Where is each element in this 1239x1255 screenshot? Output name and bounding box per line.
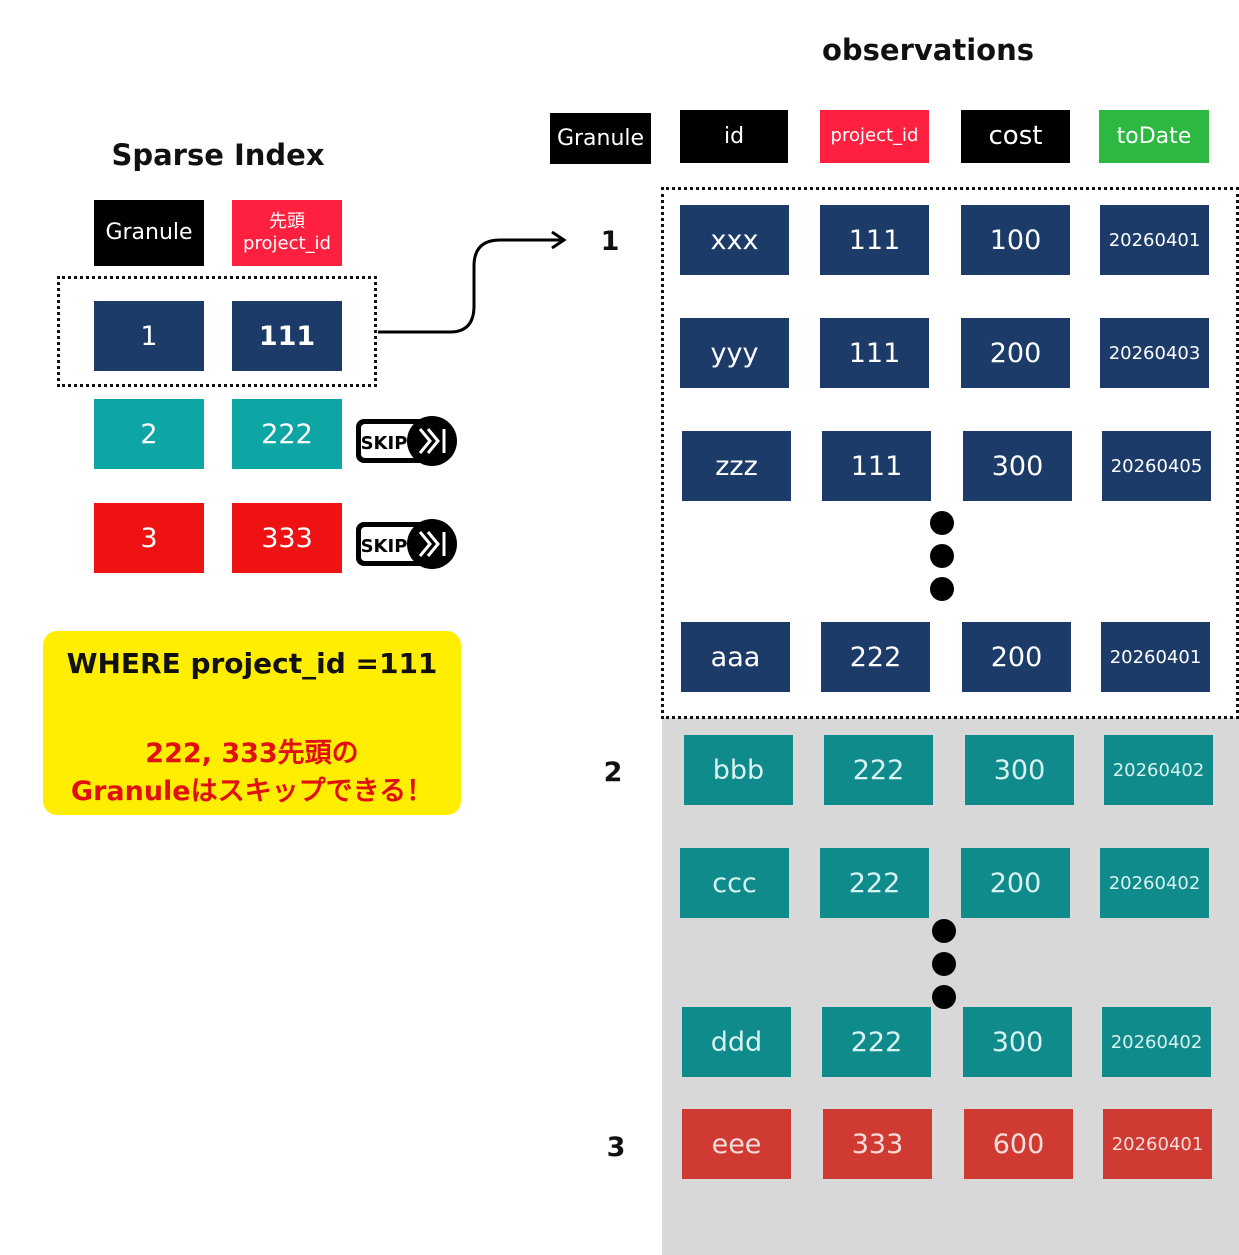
index-granule-2: 2 (94, 399, 204, 469)
index-header-prefix-project-id: 先頭 project_id (232, 200, 342, 266)
obs-cell-cost: 100 (961, 205, 1070, 275)
obs-cell-cost: 200 (961, 848, 1070, 918)
obs-cell-project-id: 111 (822, 431, 931, 501)
obs-cell-id: ddd (682, 1007, 791, 1077)
obs-cell-id: aaa (681, 622, 790, 692)
obs-cell-id: yyy (680, 318, 789, 388)
ellipsis-dot (932, 952, 956, 976)
obs-cell-to-date: 20260401 (1103, 1109, 1212, 1179)
obs-granule-label-3: 3 (606, 1132, 626, 1163)
obs-cell-project-id: 111 (820, 318, 929, 388)
query-note: WHERE project_id =111 222, 333先頭の Granul… (43, 631, 461, 815)
obs-cell-project-id: 333 (823, 1109, 932, 1179)
ellipsis-dot (932, 919, 956, 943)
index-selected-row-highlight (57, 276, 377, 387)
skip-label: SKIP (361, 536, 408, 557)
index-header-granule: Granule (94, 200, 204, 266)
obs-header-project-id: project_id (820, 110, 929, 163)
obs-cell-id: ccc (680, 848, 789, 918)
index-project-id-1: 111 (232, 301, 342, 371)
obs-cell-id: eee (682, 1109, 791, 1179)
query-text: WHERE project_id =111 (66, 647, 438, 680)
obs-cell-cost: 300 (965, 735, 1074, 805)
obs-cell-to-date: 20260403 (1100, 318, 1209, 388)
skip-label: SKIP (361, 433, 408, 454)
result-text-line2: Granuleはスキップできる！ (70, 776, 434, 807)
skip-icon: SKIP (356, 416, 457, 466)
index-granule-1: 1 (94, 301, 204, 371)
obs-cell-id: xxx (680, 205, 789, 275)
ellipsis-dot (930, 577, 954, 601)
obs-header-to-date: toDate (1099, 110, 1209, 163)
sparse-index-title: Sparse Index (111, 138, 325, 172)
connector-arrow (378, 230, 567, 334)
index-project-id-2: 222 (232, 399, 342, 469)
observations-title: observations (821, 33, 1035, 67)
obs-cell-to-date: 20260401 (1101, 622, 1210, 692)
obs-cell-project-id: 222 (821, 622, 930, 692)
ellipsis-dot (930, 544, 954, 568)
obs-cell-id: bbb (684, 735, 793, 805)
obs-cell-project-id: 111 (820, 205, 929, 275)
obs-cell-to-date: 20260401 (1100, 205, 1209, 275)
obs-cell-id: zzz (682, 431, 791, 501)
obs-cell-project-id: 222 (820, 848, 929, 918)
obs-cell-cost: 600 (964, 1109, 1073, 1179)
obs-cell-cost: 300 (963, 1007, 1072, 1077)
obs-cell-to-date: 20260405 (1102, 431, 1211, 501)
obs-cell-cost: 200 (961, 318, 1070, 388)
index-header-prefix-line2: project_id (243, 233, 331, 254)
obs-header-granule: Granule (550, 113, 651, 164)
obs-header-id: id (680, 110, 788, 163)
obs-cell-cost: 200 (962, 622, 1071, 692)
index-project-id-3: 333 (232, 503, 342, 573)
obs-cell-to-date: 20260402 (1104, 735, 1213, 805)
obs-cell-to-date: 20260402 (1100, 848, 1209, 918)
obs-granule-label-1: 1 (600, 226, 620, 257)
index-header-prefix-line1: 先頭 (269, 210, 305, 232)
obs-cell-project-id: 222 (822, 1007, 931, 1077)
obs-granule-label-2: 2 (603, 757, 623, 788)
index-granule-3: 3 (94, 503, 204, 573)
obs-cell-project-id: 222 (824, 735, 933, 805)
skip-icon: SKIP (356, 519, 457, 569)
ellipsis-dot (930, 511, 954, 535)
obs-header-cost: cost (961, 110, 1070, 163)
obs-cell-to-date: 20260402 (1102, 1007, 1211, 1077)
granule-1-box (661, 187, 1239, 719)
ellipsis-dot (932, 985, 956, 1009)
obs-cell-cost: 300 (963, 431, 1072, 501)
result-text-line1: 222, 333先頭の (145, 738, 359, 769)
